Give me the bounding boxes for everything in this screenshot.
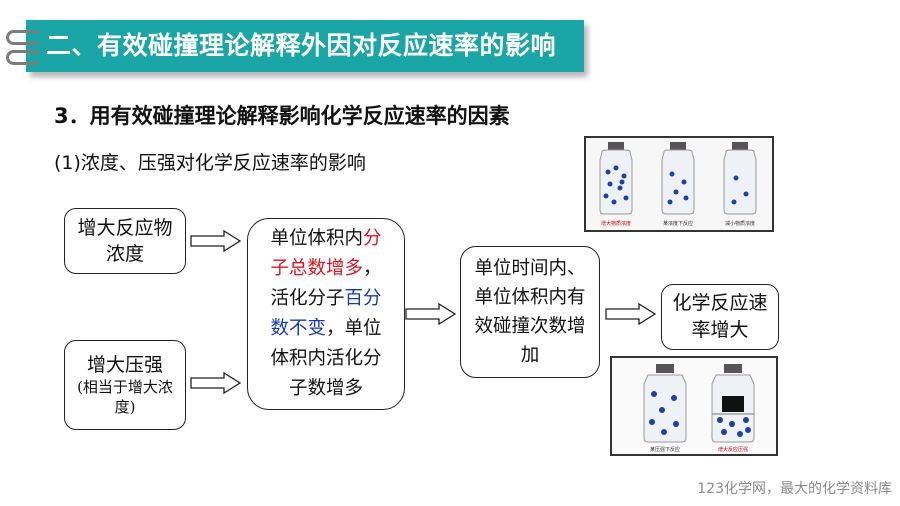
arrow-right-icon: [605, 303, 657, 325]
increase-pressure-text: 增大压强: [86, 354, 163, 376]
mid-text-blue: 百分数不变: [270, 288, 382, 339]
binder-ring-icon: [6, 30, 42, 45]
increase-pressure-box: 增大压强 (相当于增大浓度): [64, 340, 186, 430]
footer-watermark: 123化学网，最大的化学资料库: [697, 481, 892, 497]
collision-explanation-text: 单位体积内分子总数增多，活化分子百分数不变，单位体积内活化分子数增多: [262, 224, 390, 404]
photo-label-4: 某压强下反应: [650, 446, 680, 453]
arrow-right-icon: [190, 372, 242, 394]
rate-increase-text: 化学反应速率增大: [672, 292, 768, 341]
photo-label-2: 某浓度下反应: [663, 220, 693, 227]
effective-collision-text: 单位时间内、单位体积内有效碰撞次数增加: [474, 258, 586, 366]
collision-explanation-box: 单位体积内分子总数增多，活化分子百分数不变，单位体积内活化分子数增多: [247, 218, 405, 410]
increase-concentration-box: 增大反应物浓度: [64, 208, 186, 274]
section-subtitle: (1)浓度、压强对化学反应速率的影响: [54, 152, 366, 174]
arrow-right-icon: [405, 303, 457, 325]
bottles-illustration-icon: 增大物质浓度 某浓度下反应 减小物质浓度: [599, 142, 757, 227]
pressure-note-text: (相当于增大浓度): [77, 378, 173, 416]
mid-text-red: 分子总数增多: [270, 228, 382, 279]
pressure-bottles-image: 某压强下反应 增大反应压强: [610, 356, 778, 456]
section-title: 3．用有效碰撞理论解释影响化学反应速率的因素: [54, 104, 510, 128]
header-banner: 二、有效碰撞理论解释外因对反应速率的影响: [6, 20, 584, 72]
pressure-bottles-illustration-icon: 某压强下反应 增大反应压强: [643, 364, 755, 453]
mid-text-1: 单位体积内: [270, 228, 363, 249]
rate-increase-box: 化学反应速率增大: [661, 284, 779, 350]
binder-ring-icon: [6, 50, 42, 65]
concentration-bottles-image: 增大物质浓度 某浓度下反应 减小物质浓度: [584, 136, 774, 232]
photo-label-3: 减小物质浓度: [725, 220, 755, 227]
mid-text-3: ，活化分子: [270, 258, 382, 309]
banner-title: 二、有效碰撞理论解释外因对反应速率的影响: [46, 31, 557, 60]
effective-collision-box: 单位时间内、单位体积内有效碰撞次数增加: [460, 246, 600, 378]
arrow-right-icon: [190, 230, 242, 252]
photo-label-1: 增大物质浓度: [601, 220, 631, 227]
photo-label-5: 增大反应压强: [718, 446, 748, 453]
increase-concentration-text: 增大反应物浓度: [77, 217, 173, 265]
mid-text-5: ，单位体积内活化分子数增多: [270, 318, 382, 399]
